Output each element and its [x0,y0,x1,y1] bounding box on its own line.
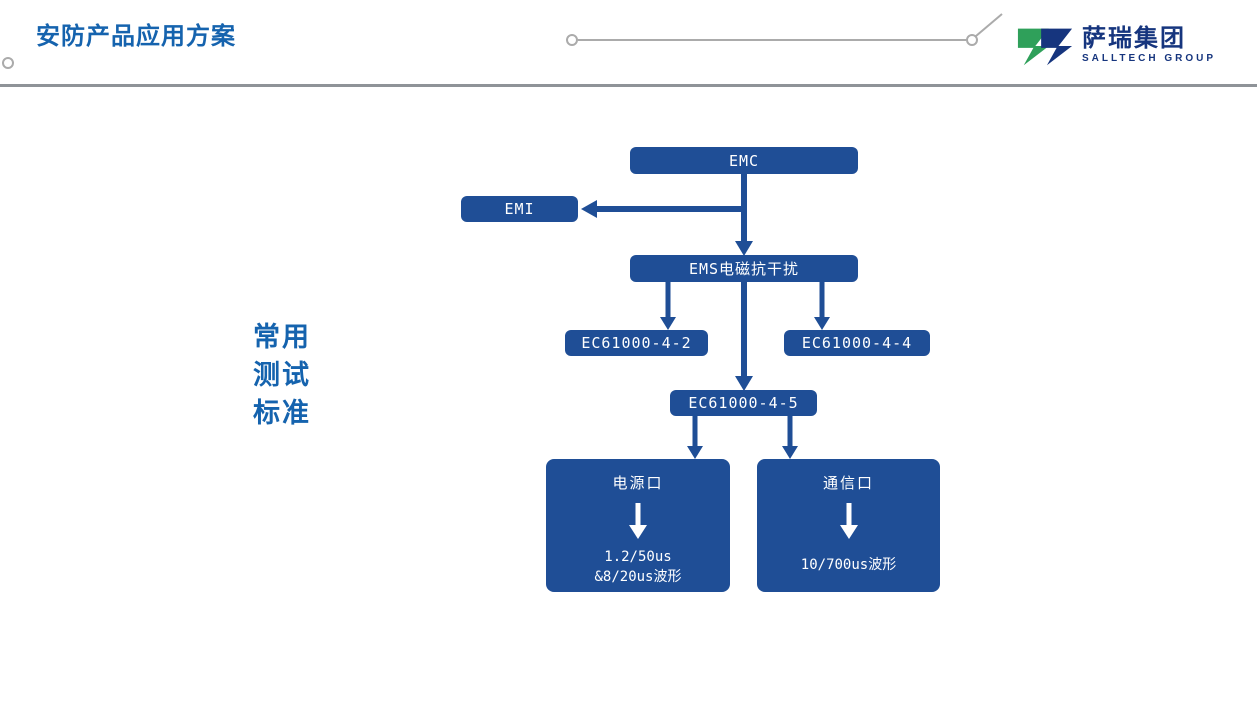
down-arrow-icon [629,503,647,539]
circuit-line-diagonal [975,13,1003,37]
arrow-ems-to-ec4 [814,317,830,330]
node-ec61000-4-4: EC61000-4-4 [784,330,930,356]
logo-icon [1017,28,1073,66]
arrow-ec5-to-comm [782,446,798,459]
node-emi: EMI [461,196,578,222]
logo: 萨瑞集团 SALLTECH GROUP [1016,22,1216,68]
circuit-node-mid [566,34,578,46]
logo-subtitle: SALLTECH GROUP [1082,52,1217,64]
side-label-line-3: 标准 [253,398,311,428]
arrow-ems-to-ec2 [660,317,676,330]
power-wave-line-1: 1.2/50us [604,549,672,565]
down-arrow-icon [839,503,858,539]
arrow-ems-to-ec5 [735,376,753,391]
logo-blue-shape [1041,28,1073,66]
logo-green-shape [1017,28,1049,66]
power-port-title: 电源口 [612,474,664,492]
power-wave-line-2: &8/20us波形 [594,569,682,585]
node-ec61000-4-5: EC61000-4-5 [670,390,817,416]
side-label: 常用 测试 标准 [253,318,311,432]
comm-wave-line: 10/700us波形 [800,557,897,573]
node-comm-port: 通信口 10/700us波形 [757,459,940,592]
side-label-line-2: 测试 [253,360,311,390]
node-ec61000-4-2: EC61000-4-2 [565,330,708,356]
arrow-to-emi [581,200,597,218]
header-divider [0,84,1257,87]
page-title: 安防产品应用方案 [36,23,236,50]
circuit-node-right [966,34,978,46]
arrow-emc-to-ems [735,241,753,256]
logo-text: 萨瑞集团 SALLTECH GROUP [1082,24,1217,65]
node-power-port: 电源口 1.2/50us &8/20us波形 [546,459,730,592]
circuit-node-left [2,57,14,69]
node-emc: EMC [630,147,858,174]
arrow-ec5-to-power [687,446,703,459]
comm-port-waveform: 10/700us波形 [801,555,896,575]
side-label-line-1: 常用 [253,322,311,352]
power-port-waveform: 1.2/50us &8/20us波形 [594,547,681,587]
logo-name: 萨瑞集团 [1082,24,1186,52]
comm-port-title: 通信口 [822,474,874,492]
node-ems: EMS电磁抗干扰 [630,255,858,282]
